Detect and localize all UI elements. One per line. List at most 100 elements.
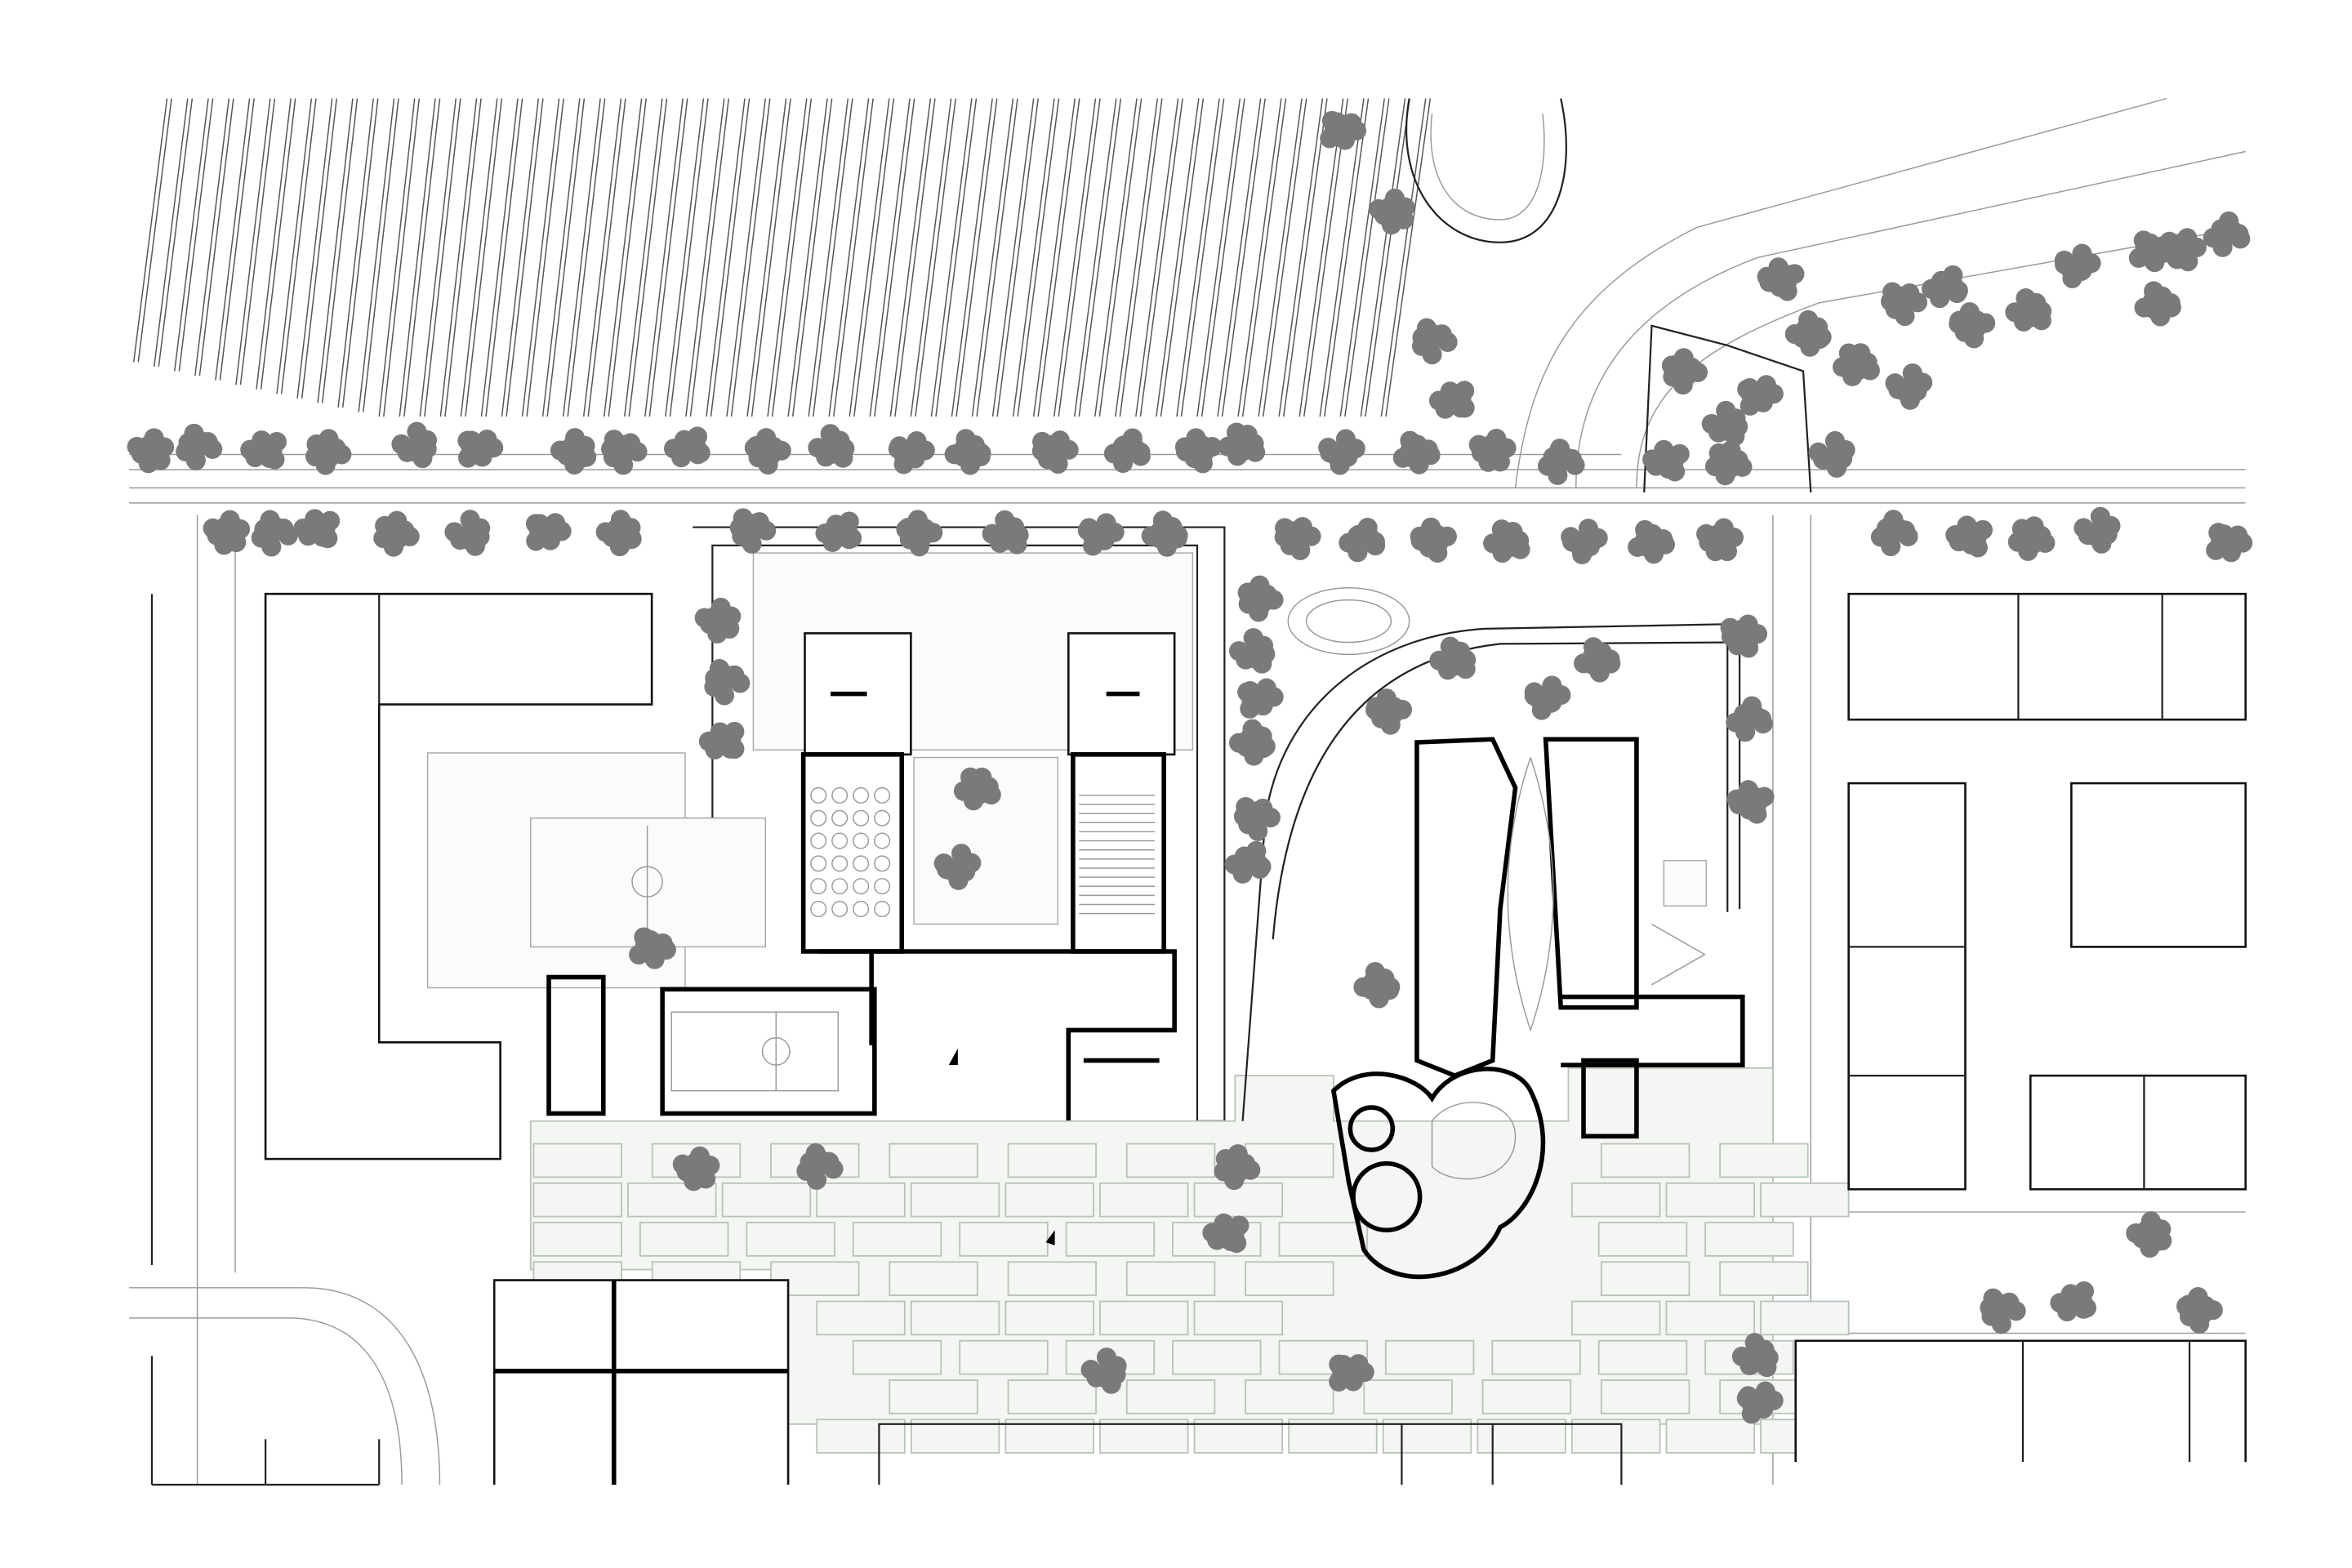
tree-icon xyxy=(1726,696,1773,742)
tree-icon xyxy=(744,428,791,475)
table-seat xyxy=(831,832,849,849)
field-row xyxy=(276,98,317,394)
tree-icon xyxy=(808,424,855,468)
field-row xyxy=(991,98,1039,417)
paving-slab xyxy=(852,1222,942,1257)
tree-icon xyxy=(1329,1354,1374,1392)
paving-slab xyxy=(1570,1300,1661,1336)
paving-slab xyxy=(1597,1339,1688,1375)
tree-icon xyxy=(1080,1348,1127,1394)
tree-icon xyxy=(1369,188,1415,235)
tree-icon xyxy=(815,511,862,552)
table-seat xyxy=(874,855,891,872)
field-row xyxy=(603,98,647,417)
field-row xyxy=(501,98,544,417)
tree-icon xyxy=(888,431,935,474)
field-row xyxy=(787,98,833,417)
tree-icon xyxy=(1870,510,1918,557)
tree-icon xyxy=(240,430,287,470)
field-row xyxy=(1135,98,1183,417)
table-seat xyxy=(831,901,849,918)
field-row xyxy=(828,98,874,417)
paving-slab xyxy=(532,1143,622,1178)
tree-icon xyxy=(1881,282,1928,327)
paving-slab xyxy=(1172,1339,1262,1375)
paving-slab xyxy=(1065,1222,1156,1257)
table-seat xyxy=(810,809,827,826)
tree-icon xyxy=(1224,840,1272,884)
tree-icon xyxy=(1784,310,1832,357)
paving-slab xyxy=(1719,1261,1809,1297)
paving-slab xyxy=(1193,1419,1284,1454)
field-row xyxy=(562,98,606,417)
paving-slab xyxy=(1719,1143,1809,1178)
table-seat xyxy=(874,832,891,849)
paving-slab xyxy=(910,1419,1000,1454)
tree-icon xyxy=(1980,1288,2026,1334)
paving-slab xyxy=(1481,1379,1572,1414)
paving-slab xyxy=(1597,1222,1688,1257)
tree-icon xyxy=(1696,518,1744,562)
tree-icon xyxy=(525,513,572,551)
tree-icon xyxy=(127,428,175,474)
field-row xyxy=(378,98,421,417)
tree-icon xyxy=(1885,363,1933,410)
tree-icon xyxy=(1736,1381,1784,1424)
tree-icon xyxy=(1237,575,1284,622)
tree-icon xyxy=(1392,430,1441,474)
tree-icon xyxy=(305,429,352,475)
tree-icon xyxy=(2128,230,2176,273)
tree-icon xyxy=(1808,430,1855,478)
field-row xyxy=(256,98,296,390)
tree-icon xyxy=(1218,422,1266,466)
tree-icon xyxy=(629,927,676,969)
field-row xyxy=(1094,98,1143,417)
field-row xyxy=(235,98,276,385)
field-row xyxy=(399,98,441,417)
table-seat xyxy=(874,901,891,918)
tree-icon xyxy=(1704,440,1753,486)
paving-slab xyxy=(1245,1261,1334,1297)
tree-icon xyxy=(1365,688,1413,735)
field-row xyxy=(889,98,936,417)
paving-slab xyxy=(959,1339,1049,1375)
tree-icon xyxy=(1103,428,1151,473)
tree-icon xyxy=(2074,506,2121,554)
table-seat xyxy=(810,855,827,872)
tree-icon xyxy=(293,509,341,549)
paving-slab xyxy=(1760,1300,1850,1336)
paving-slab xyxy=(532,1182,622,1218)
paving-slab xyxy=(1278,1222,1368,1257)
kindergarten-building xyxy=(1241,587,1745,1279)
paving-slab xyxy=(910,1182,1000,1218)
school-building xyxy=(529,526,1226,1267)
tree-icon xyxy=(1237,678,1284,719)
tree-icon xyxy=(1353,962,1401,1009)
paving-slab xyxy=(1570,1419,1661,1454)
tree-icon xyxy=(1410,517,1457,563)
field-row xyxy=(1237,98,1287,417)
table-seat xyxy=(810,901,827,918)
north-arrow-marker xyxy=(948,1048,958,1066)
tree-icon xyxy=(444,510,491,556)
table-seat xyxy=(831,878,849,895)
tree-icon xyxy=(2005,288,2052,332)
tree-icon xyxy=(672,1146,720,1192)
field-row xyxy=(971,98,1018,417)
paving-slab xyxy=(1007,1143,1098,1178)
field-row xyxy=(644,98,688,417)
table-seat xyxy=(853,901,870,918)
field-row xyxy=(1115,98,1163,417)
paving-slab xyxy=(1099,1419,1189,1454)
paving-slab xyxy=(816,1182,906,1218)
tree-icon xyxy=(373,510,420,557)
tree-icon xyxy=(1202,1213,1250,1254)
tree-icon xyxy=(663,426,710,468)
paving-slab xyxy=(1665,1182,1755,1218)
paving-slab xyxy=(1570,1182,1661,1218)
paving-slab xyxy=(1193,1300,1284,1336)
field-row xyxy=(849,98,895,417)
tree-icon xyxy=(1468,429,1517,472)
tree-icon xyxy=(1320,110,1367,150)
tree-icon xyxy=(1214,1144,1261,1191)
